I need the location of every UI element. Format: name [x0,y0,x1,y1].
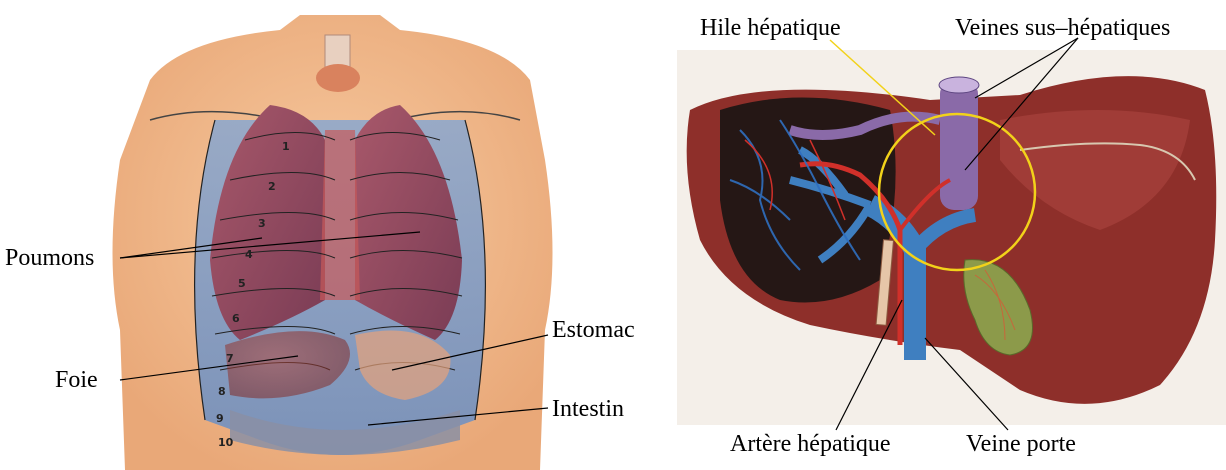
label-artere-hepatique: Artère hépatique [730,432,891,456]
label-veines-sus-hepatiques: Veines sus–hépatiques [955,16,1225,40]
label-hile-hepatique: Hile hépatique [700,16,841,40]
vena-cava [940,80,978,210]
label-veine-porte: Veine porte [966,432,1076,456]
